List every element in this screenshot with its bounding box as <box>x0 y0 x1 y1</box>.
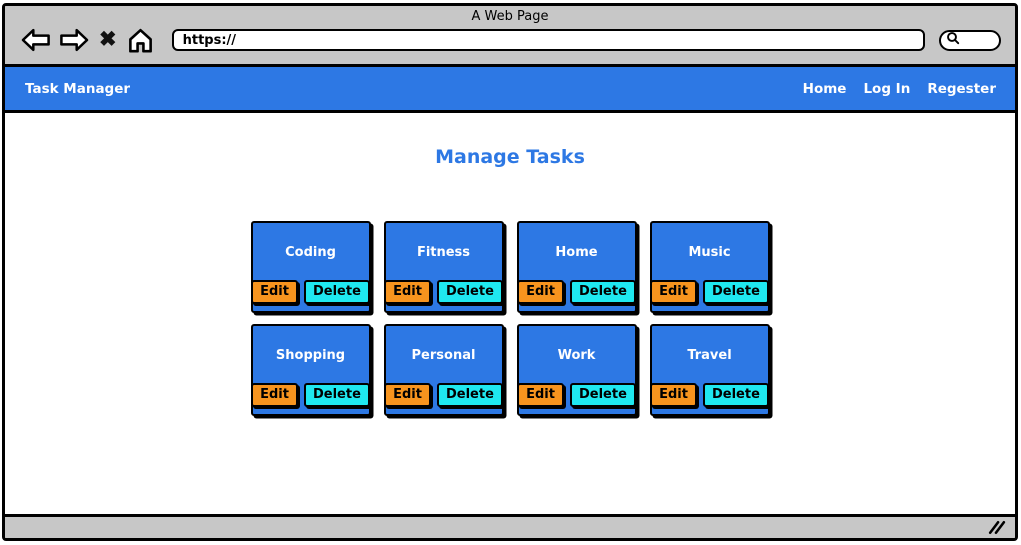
nav-link-home[interactable]: Home <box>802 80 847 97</box>
task-card-shopping: Shopping Edit Delete <box>250 324 371 416</box>
delete-button[interactable]: Delete <box>702 383 769 407</box>
delete-button[interactable]: Delete <box>569 280 636 304</box>
home-button[interactable] <box>127 28 154 53</box>
card-actions: Edit Delete <box>517 383 636 414</box>
card-actions: Edit Delete <box>251 383 370 414</box>
delete-button[interactable]: Delete <box>436 280 503 304</box>
task-card-travel: Travel Edit Delete <box>649 324 770 416</box>
card-actions: Edit Delete <box>650 280 769 311</box>
card-title: Travel <box>687 348 732 363</box>
nav-link-register[interactable]: Regester <box>927 80 996 97</box>
card-actions: Edit Delete <box>251 280 370 311</box>
task-card-music: Music Edit Delete <box>649 221 770 313</box>
edit-button[interactable]: Edit <box>517 383 564 407</box>
card-actions: Edit Delete <box>384 280 503 311</box>
nav-brand: Task Manager <box>25 80 131 97</box>
edit-button[interactable]: Edit <box>517 280 564 304</box>
url-input[interactable] <box>171 29 925 51</box>
forward-arrow-icon <box>60 28 89 52</box>
card-title: Coding <box>285 245 336 260</box>
resize-handle-icon[interactable] <box>987 520 1006 535</box>
task-card-fitness: Fitness Edit Delete <box>383 221 504 313</box>
status-bar <box>5 514 1015 538</box>
navbar: Task Manager Home Log In Regester <box>5 67 1015 113</box>
delete-button[interactable]: Delete <box>569 383 636 407</box>
browser-toolbar: ✖ <box>5 25 1015 64</box>
back-arrow-icon <box>21 28 50 52</box>
back-button[interactable] <box>21 28 50 52</box>
edit-button[interactable]: Edit <box>650 280 697 304</box>
close-x-icon: ✖ <box>99 28 117 51</box>
home-icon <box>127 28 154 53</box>
delete-button[interactable]: Delete <box>436 383 503 407</box>
search-icon <box>946 31 961 50</box>
stop-button[interactable]: ✖ <box>99 27 117 53</box>
card-actions: Edit Delete <box>650 383 769 414</box>
card-title: Music <box>688 245 731 260</box>
delete-button[interactable]: Delete <box>702 280 769 304</box>
delete-button[interactable]: Delete <box>303 280 370 304</box>
card-title: Fitness <box>416 245 471 260</box>
delete-button[interactable]: Delete <box>303 383 370 407</box>
edit-button[interactable]: Edit <box>650 383 697 407</box>
task-card-home: Home Edit Delete <box>516 221 637 313</box>
edit-button[interactable]: Edit <box>251 280 298 304</box>
task-card-grid: Coding Edit Delete Fitness Edit Delete H… <box>5 221 1015 416</box>
browser-chrome: A Web Page ✖ <box>5 6 1015 67</box>
browser-window: A Web Page ✖ <box>2 3 1018 541</box>
task-card-personal: Personal Edit Delete <box>383 324 504 416</box>
search-button[interactable] <box>939 29 1001 51</box>
card-title: Personal <box>411 348 476 363</box>
nav-link-login[interactable]: Log In <box>863 80 911 97</box>
card-title: Shopping <box>275 348 346 363</box>
edit-button[interactable]: Edit <box>384 383 431 407</box>
window-title: A Web Page <box>471 9 549 24</box>
edit-button[interactable]: Edit <box>384 280 431 304</box>
nav-links: Home Log In Regester <box>803 81 996 97</box>
page-content: Manage Tasks Coding Edit Delete Fitness … <box>5 113 1015 514</box>
edit-button[interactable]: Edit <box>251 383 298 407</box>
card-actions: Edit Delete <box>517 280 636 311</box>
task-card-coding: Coding Edit Delete <box>250 221 371 313</box>
card-actions: Edit Delete <box>384 383 503 414</box>
page-title: Manage Tasks <box>435 146 585 168</box>
card-title: Work <box>557 348 596 363</box>
forward-button[interactable] <box>60 28 89 52</box>
card-title: Home <box>555 245 598 260</box>
task-card-work: Work Edit Delete <box>516 324 637 416</box>
